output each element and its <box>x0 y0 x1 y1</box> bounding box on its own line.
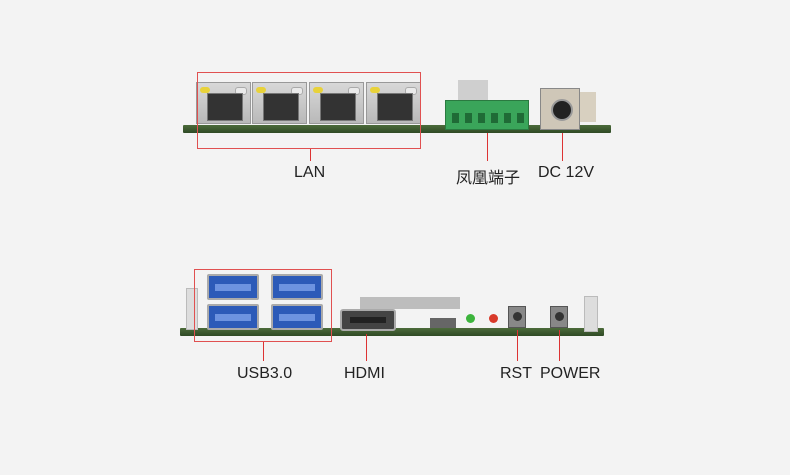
hdmi-label: HDMI <box>344 365 385 382</box>
terminal-backplate <box>458 80 488 100</box>
red-led <box>489 314 498 323</box>
usb-port-3 <box>207 304 259 330</box>
dc-side-part <box>580 92 596 122</box>
dc-callout-line <box>562 133 563 161</box>
dc-jack <box>540 88 580 130</box>
usb-callout-line <box>263 342 264 361</box>
lan-port-1 <box>196 82 251 124</box>
usb-port-2 <box>271 274 323 300</box>
rst-label: RST <box>500 365 532 382</box>
lan-port-2 <box>252 82 307 124</box>
rst-callout-line <box>517 330 518 361</box>
power-label: POWER <box>540 365 601 382</box>
rst-button <box>508 306 526 328</box>
right-bracket <box>584 296 598 332</box>
power-callout-line <box>559 330 560 361</box>
bracket <box>186 288 198 330</box>
lan-port-4 <box>366 82 421 124</box>
terminal-block-pins <box>452 113 524 123</box>
hdmi-port <box>340 309 396 331</box>
hdmi-callout-line <box>366 334 367 361</box>
dc-label: DC 12V <box>538 164 595 181</box>
lan-port-3 <box>309 82 364 124</box>
power-button <box>550 306 568 328</box>
usb-label: USB3.0 <box>237 365 293 382</box>
top-pcb-edge <box>183 125 611 133</box>
terminal-callout-line <box>487 133 488 161</box>
hdmi-backplate <box>360 297 460 309</box>
lan-callout-line <box>310 149 311 161</box>
usb-port-4 <box>271 304 323 330</box>
terminal-block <box>445 100 529 130</box>
terminal-label: 凤凰端子 <box>456 170 521 187</box>
bottom-pcb-edge <box>180 328 604 336</box>
green-led <box>466 314 475 323</box>
switch <box>430 318 456 328</box>
usb-port-1 <box>207 274 259 300</box>
lan-label: LAN <box>294 164 326 181</box>
usb-highlight-box <box>194 269 332 342</box>
lan-highlight-box <box>197 72 421 149</box>
